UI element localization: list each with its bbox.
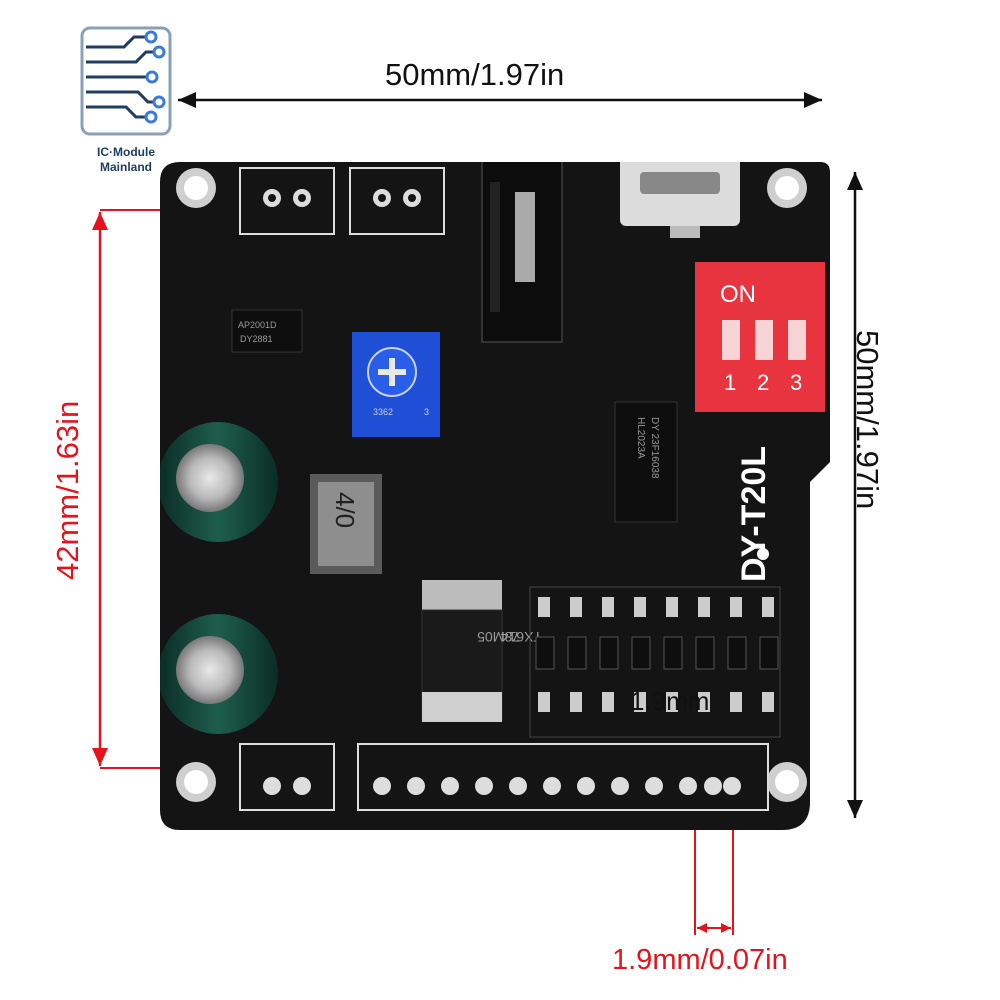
dip-number: 3 (790, 370, 802, 395)
electrolytic-capacitor (160, 422, 278, 542)
micro-usb-port (620, 162, 740, 238)
svg-text:HL2023A: HL2023A (635, 417, 646, 459)
circuit-board-icon (80, 26, 172, 136)
mounting-hole (176, 168, 216, 208)
potentiometer: 3362 3 (352, 332, 440, 437)
svg-text:DY2881: DY2881 (240, 334, 273, 344)
pin-header (373, 777, 741, 795)
dip-switch: ON 1 2 3 (695, 262, 825, 412)
decoder-chip: HL2023A DY 23F16038 (614, 401, 678, 523)
brand-logo: IC·Module Mainland (76, 22, 176, 182)
dip-on-label: ON (720, 281, 756, 308)
mounting-hole (176, 762, 216, 802)
logo-line-1: IC·Module (97, 145, 155, 159)
dip-number: 2 (757, 370, 769, 395)
svg-text:DY 23F16038: DY 23F16038 (649, 417, 660, 479)
audio-jack (481, 162, 563, 343)
pin-pitch-label: 1.9mm/0.07in (612, 944, 788, 976)
left-hole-spacing-label: 42mm/1.63in (50, 400, 85, 580)
svg-text:TX614: TX614 (501, 629, 542, 645)
amplifier-chip: AP2001D DY2881 (231, 309, 303, 353)
electrolytic-capacitor (160, 614, 278, 734)
right-height-label: 50mm/1.97in (850, 330, 885, 510)
svg-text:AP2001D: AP2001D (238, 320, 277, 330)
top-width-label: 50mm/1.97in (385, 57, 565, 92)
pitch-overlay-label: 1.9mm (630, 686, 709, 716)
svg-text:4/0: 4/0 (330, 492, 360, 528)
dip-number: 1 (724, 370, 736, 395)
mounting-hole (767, 762, 807, 802)
inductor: 4/0 (310, 474, 382, 574)
svg-text:3362: 3362 (373, 407, 393, 417)
svg-text:3: 3 (424, 407, 429, 417)
resistor-diode-array (529, 586, 781, 738)
logo-line-2: Mainland (99, 160, 152, 174)
voltage-regulator: 78M05 TX614 (421, 580, 542, 722)
pcb-board: ON 1 2 3 AP2001D DY2881 3362 3 HL2023A D… (160, 162, 830, 830)
mounting-hole (767, 168, 807, 208)
model-label: DY-T20L (735, 446, 773, 582)
svg-text:78M05: 78M05 (477, 629, 520, 645)
